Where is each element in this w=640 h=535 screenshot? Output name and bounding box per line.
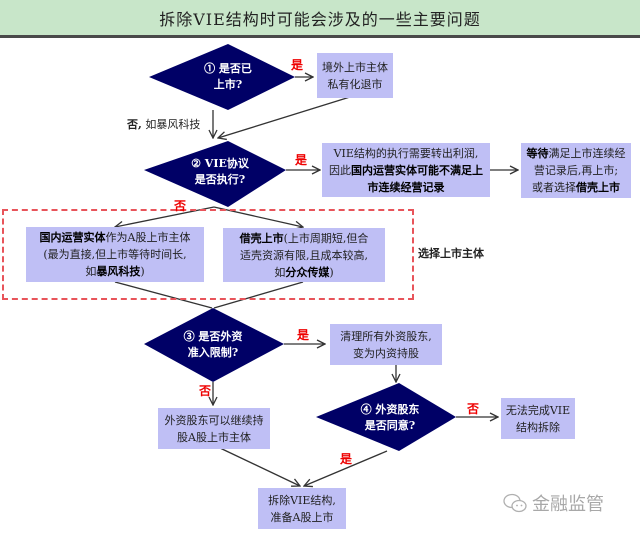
- box-wait-line1-bold: 等待: [526, 147, 549, 160]
- decision-4-text: ④ 外资股东 是否同意?: [330, 402, 450, 434]
- box-domestic-line3-pre: 如: [85, 265, 97, 278]
- box-domestic-line2: (最为直接,但上市等待时间长,: [43, 248, 187, 261]
- box-vie-execution: VIE结构的执行需要转出利润, 因此国内运营实体可能不满足上 市连续经营记录: [322, 143, 490, 197]
- decision-2-line1: ② VIE协议: [191, 157, 249, 170]
- decision-1-line2: 上市?: [213, 78, 243, 91]
- box-final-line2: 准备A股上市: [270, 510, 334, 524]
- box-cannot-line2: 结构拆除: [516, 420, 560, 434]
- note-no-bold: 否,: [127, 118, 142, 131]
- box-backdoor-line1-bold: 借壳上市: [239, 231, 284, 245]
- select-subject-group: [2, 209, 414, 300]
- box-vie-line1: VIE结构的执行需要转出利润,: [333, 146, 479, 160]
- arrow-keep-to-final: [219, 447, 300, 486]
- box-domestic-entity: 国内运营实体作为A股上市主体 (最为直接,但上市等待时间长, 如暴风科技): [26, 227, 204, 282]
- box-clear-foreign: 清理所有外资股东, 变为内资持股: [330, 324, 442, 365]
- label-q3-yes: 是: [297, 328, 310, 342]
- box-cannot-remove: 无法完成VIE 结构拆除: [501, 398, 575, 439]
- note-no-text: 如暴风科技: [145, 118, 201, 131]
- diagram-title: 拆除VIE结构时可能会涉及的一些主要问题: [159, 9, 481, 29]
- arrow-privatize-to-q2: [218, 96, 351, 138]
- box-vie-line3-bold: 市连续经营记录: [367, 180, 445, 194]
- box-clear-line1: 清理所有外资股东,: [340, 329, 432, 343]
- box-wait-line3-bold: 借壳上市: [576, 181, 620, 194]
- label-q3-no: 否: [199, 384, 212, 398]
- box-wait-line3: 或者选择借壳上市: [521, 179, 631, 196]
- wechat-icon: [503, 493, 527, 513]
- watermark-text: 金融监管: [532, 494, 604, 515]
- label-q4-no: 否: [467, 402, 480, 416]
- diagram-header: 拆除VIE结构时可能会涉及的一些主要问题: [0, 0, 640, 38]
- label-q2-no: 否: [174, 199, 187, 213]
- label-q1-yes: 是: [291, 58, 304, 72]
- box-keep-line1: 外资股东可以继续持: [164, 413, 264, 427]
- decision-4-line1: ④ 外资股东: [360, 403, 420, 416]
- decision-1-text: ① 是否已 上市?: [168, 61, 288, 93]
- box-domestic-line3-bold: 暴风科技: [96, 265, 141, 278]
- box-wait-line3-pre: 或者选择: [532, 181, 576, 194]
- box-domestic-line3-post: ): [140, 265, 145, 278]
- box-keep-foreign: 外资股东可以继续持 股A股上市主体: [158, 408, 270, 449]
- box-keep-line2: 股A股上市主体: [177, 430, 251, 444]
- decision-diamond-2: [144, 141, 286, 207]
- arrow-q4-yes-to-final: [304, 450, 388, 486]
- box-backdoor-line3: 如分众传媒): [223, 264, 385, 281]
- box-final: 拆除VIE结构, 准备A股上市: [258, 488, 346, 529]
- decision-diamond-1: [149, 44, 295, 110]
- box-final-line1: 拆除VIE结构,: [268, 493, 336, 507]
- box-privatize: 境外上市主体 私有化退市: [317, 53, 393, 98]
- arrow-domestic-to-q3: [114, 281, 213, 309]
- box-backdoor-line1-text: (上市周期短,但合: [283, 231, 369, 245]
- box-clear-line2: 变为内资持股: [353, 346, 419, 360]
- decision-2-text: ② VIE协议 是否执行?: [160, 156, 280, 188]
- box-vie-line2-pre: 因此: [329, 163, 351, 177]
- arrow-backdoor-to-q3: [213, 281, 304, 309]
- box-backdoor-line3-post: ): [329, 265, 334, 279]
- box-domestic-line1-text: 作为A股上市主体: [105, 231, 191, 244]
- box-domestic-line1: 国内运营实体作为A股上市主体: [26, 229, 204, 246]
- decision-3-text: ③ 是否外资 准入限制?: [153, 329, 273, 361]
- label-q4-yes: 是: [340, 452, 353, 466]
- box-vie-line2-bold: 国内运营实体可能不满足上: [351, 163, 483, 177]
- box-vie-line2: 因此国内运营实体可能不满足上: [322, 162, 490, 179]
- box-wait: 等待满足上市连续经 营记录后,再上市; 或者选择借壳上市: [521, 143, 631, 198]
- box-domestic-line3: 如暴风科技): [26, 263, 204, 280]
- decision-diamond-3: [144, 308, 284, 382]
- box-backdoor-listing: 借壳上市(上市周期短,但合 适壳资源有限,且成本较高, 如分众传媒): [223, 228, 385, 282]
- box-backdoor-line3-pre: 如: [274, 265, 286, 279]
- label-q2-yes: 是: [295, 153, 308, 167]
- decision-4-line2: 是否同意?: [364, 419, 416, 432]
- decision-1-line1: ① 是否已: [204, 62, 252, 75]
- box-backdoor-line1: 借壳上市(上市周期短,但合: [223, 230, 385, 247]
- decision-3-line1: ③ 是否外资: [183, 330, 243, 343]
- box-privatize-line1: 境外上市主体: [322, 60, 388, 74]
- box-vie-line3: 市连续经营记录: [322, 179, 490, 196]
- box-privatize-line2: 私有化退市: [327, 77, 383, 91]
- note-no-example: 否, 如暴风科技: [127, 116, 200, 132]
- decision-2-line2: 是否执行?: [194, 173, 246, 186]
- box-wait-line1: 等待满足上市连续经: [521, 145, 631, 162]
- box-wait-line2: 营记录后,再上市;: [533, 164, 619, 177]
- decision-diamond-4: [316, 383, 456, 451]
- box-backdoor-line3-bold: 分众传媒: [285, 265, 330, 279]
- box-backdoor-line2: 适壳资源有限,且成本较高,: [240, 248, 368, 262]
- box-wait-line1-text: 满足上市连续经: [548, 147, 626, 160]
- note-select-subject: 选择上市主体: [418, 247, 484, 260]
- watermark: 金融监管: [502, 490, 604, 516]
- decision-3-line2: 准入限制?: [187, 346, 239, 359]
- box-cannot-line1: 无法完成VIE: [505, 403, 571, 417]
- box-domestic-line1-bold: 国内运营实体: [39, 231, 106, 244]
